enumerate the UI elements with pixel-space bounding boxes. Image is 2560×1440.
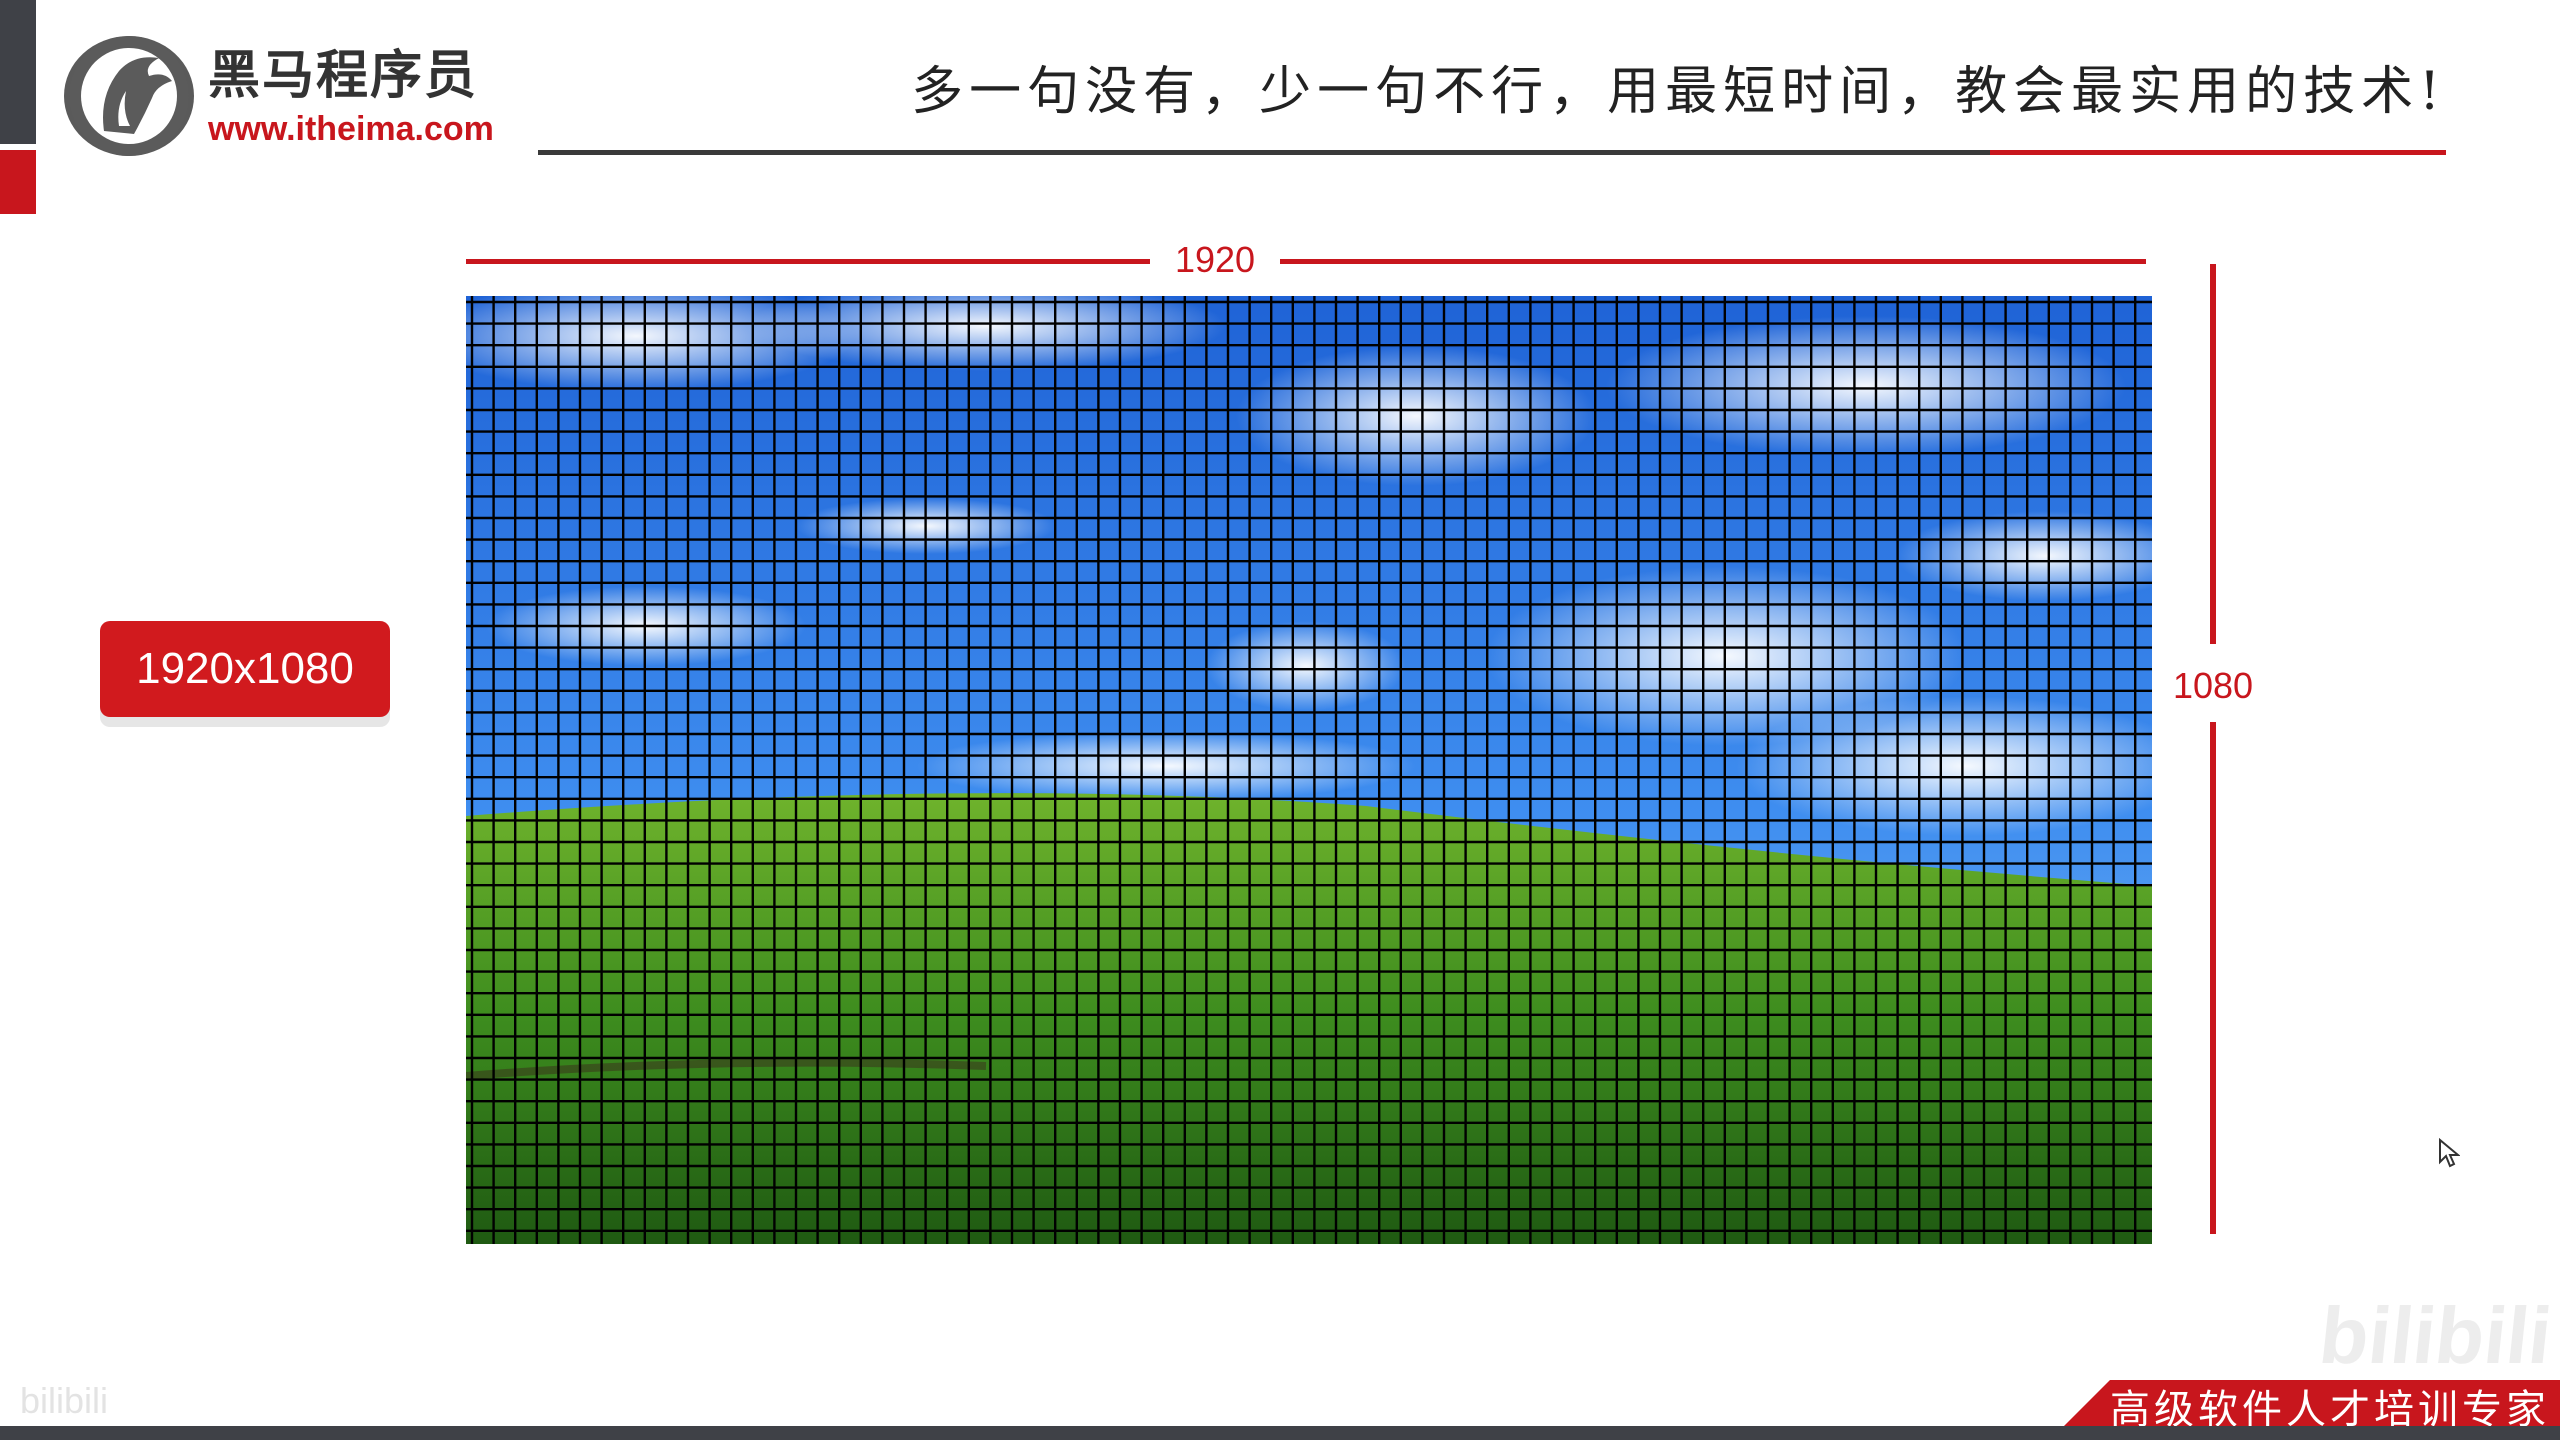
width-dimension-label: 1920: [1174, 239, 1256, 280]
horse-logo-icon: [64, 36, 194, 156]
bilibili-watermark: bilibili: [2315, 1291, 2556, 1380]
height-dimension-label: 1080: [2172, 665, 2254, 706]
mouse-cursor-icon: [2439, 1138, 2460, 1168]
bilibili-watermark-small: bilibili: [20, 1380, 109, 1421]
width-dimension-line-right: [1280, 259, 2146, 264]
brand-url: www.itheima.com: [208, 110, 494, 148]
header-slogan: 多一句没有，少一句不行，用最短时间，教会最实用的技术!: [911, 62, 2446, 122]
height-dimension-line-bottom: [2210, 722, 2216, 1234]
left-accent-strip-dark: [0, 0, 36, 144]
width-dimension-line-left: [466, 259, 1150, 264]
header-divider: [538, 150, 1990, 155]
left-accent-strip-red: [0, 150, 36, 214]
height-dimension-line-top: [2210, 264, 2216, 644]
footer-tagline: 高级软件人才培训专家: [2110, 1387, 2550, 1433]
pixel-grid: [466, 296, 2152, 1244]
resolution-badge: 1920x1080: [100, 621, 390, 717]
bottom-bar: [0, 1426, 2560, 1440]
grassland-wallpaper-grid: [466, 296, 2152, 1244]
header-divider-accent: [1990, 150, 2446, 155]
brand-name: 黑马程序员: [208, 46, 479, 106]
